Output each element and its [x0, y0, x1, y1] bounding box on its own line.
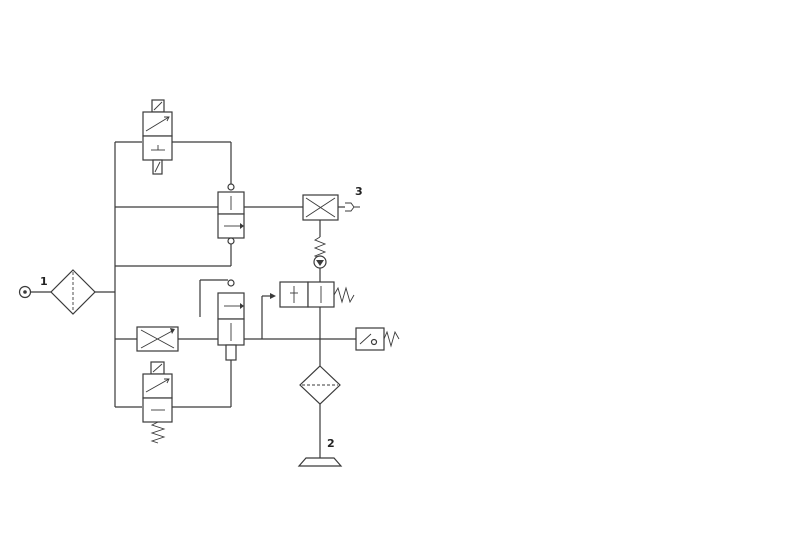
inlet-filter — [50, 269, 96, 315]
label-input: 1 — [40, 275, 48, 288]
outlet-base — [297, 457, 343, 467]
upper-solenoid-valve — [142, 99, 173, 175]
outlet-filter — [299, 365, 341, 405]
pressure-switch — [355, 327, 400, 351]
spring-check-valve — [313, 236, 327, 269]
supply-throttle — [136, 326, 179, 352]
label-output: 2 — [327, 437, 335, 450]
inlet-port — [18, 285, 32, 299]
lower-pilot-valve — [217, 279, 245, 361]
piping — [31, 141, 356, 458]
two-way-valve — [270, 281, 355, 308]
lower-solenoid-valve — [142, 361, 173, 444]
exhaust-throttle — [302, 194, 360, 221]
upper-pilot-valve — [217, 183, 245, 245]
label-exhaust: 3 — [355, 185, 363, 198]
